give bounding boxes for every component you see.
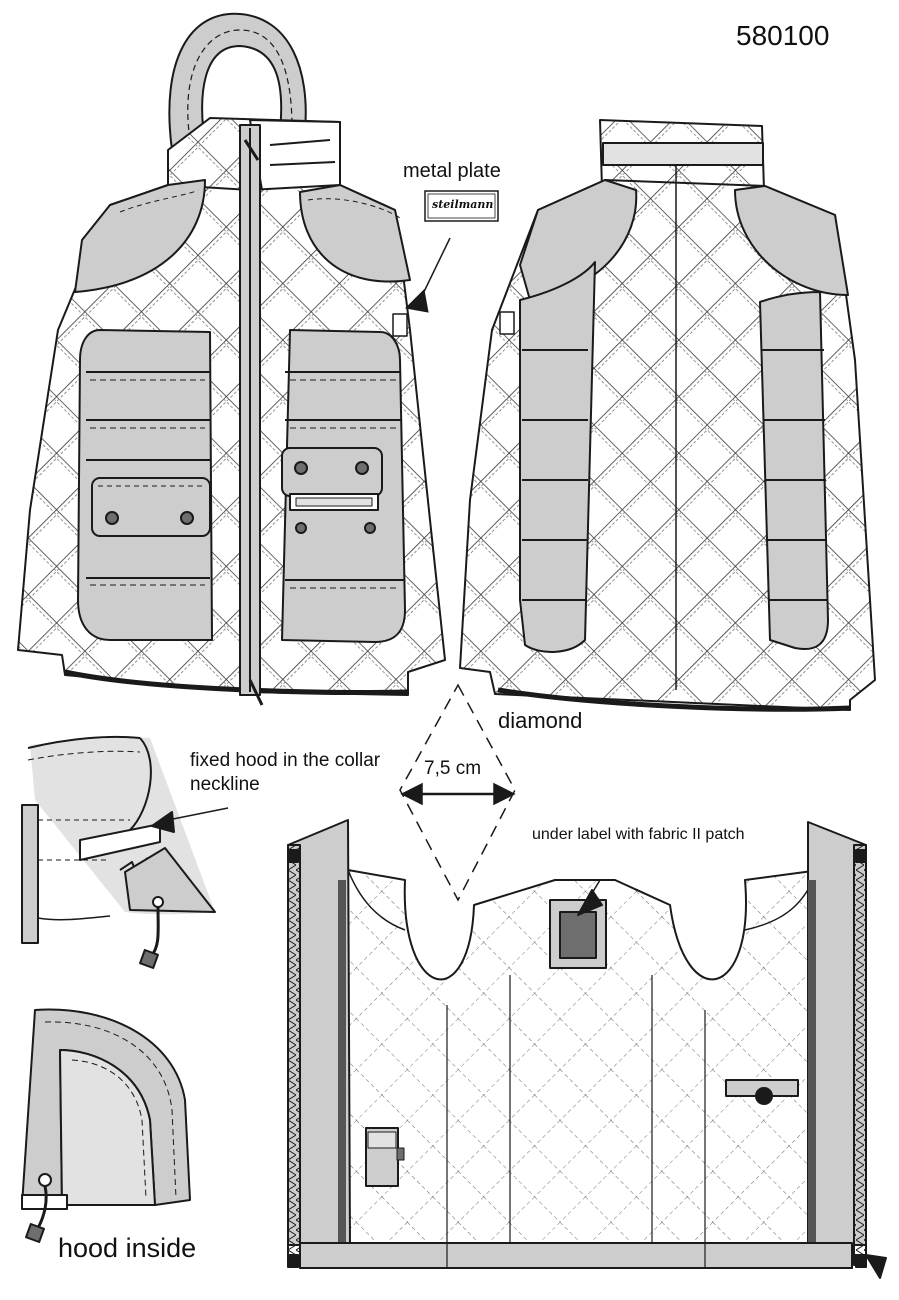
hood-collar-detail (21, 735, 229, 969)
under-label-callout: under label with fabric II patch (532, 826, 745, 843)
plate-brand-text: steilmann (432, 198, 494, 211)
flap-pocket-right (281, 447, 383, 534)
yoke-back-right (734, 185, 849, 296)
model-number: 580100 (736, 20, 830, 51)
side-panel-back-left (519, 261, 596, 653)
metal-plate-icon (424, 190, 499, 222)
fixed-hood-label: fixed hood in the collar neckline (190, 750, 381, 795)
hood-inside-label: hood inside (58, 1233, 197, 1263)
inside-pocket-left (365, 1127, 405, 1187)
lining-hem-band (299, 1242, 853, 1269)
diamond-width-label: 7,5 cm (424, 758, 482, 779)
lining-body (299, 869, 853, 1269)
metal-plate-callout (404, 190, 499, 313)
jacket-back-view (459, 119, 876, 712)
metal-plate-label: metal plate (403, 160, 501, 182)
side-panel-back-right (759, 291, 829, 650)
hood-inside-detail (21, 1008, 191, 1243)
flap-pocket-left (91, 477, 211, 537)
inside-tab-right (725, 1079, 799, 1105)
yoke-left (74, 179, 206, 293)
jacket-front-view (17, 12, 446, 706)
diamond-label: diamond (498, 708, 583, 733)
jacket-inside-view (287, 819, 887, 1279)
diamond-measure (399, 683, 516, 902)
